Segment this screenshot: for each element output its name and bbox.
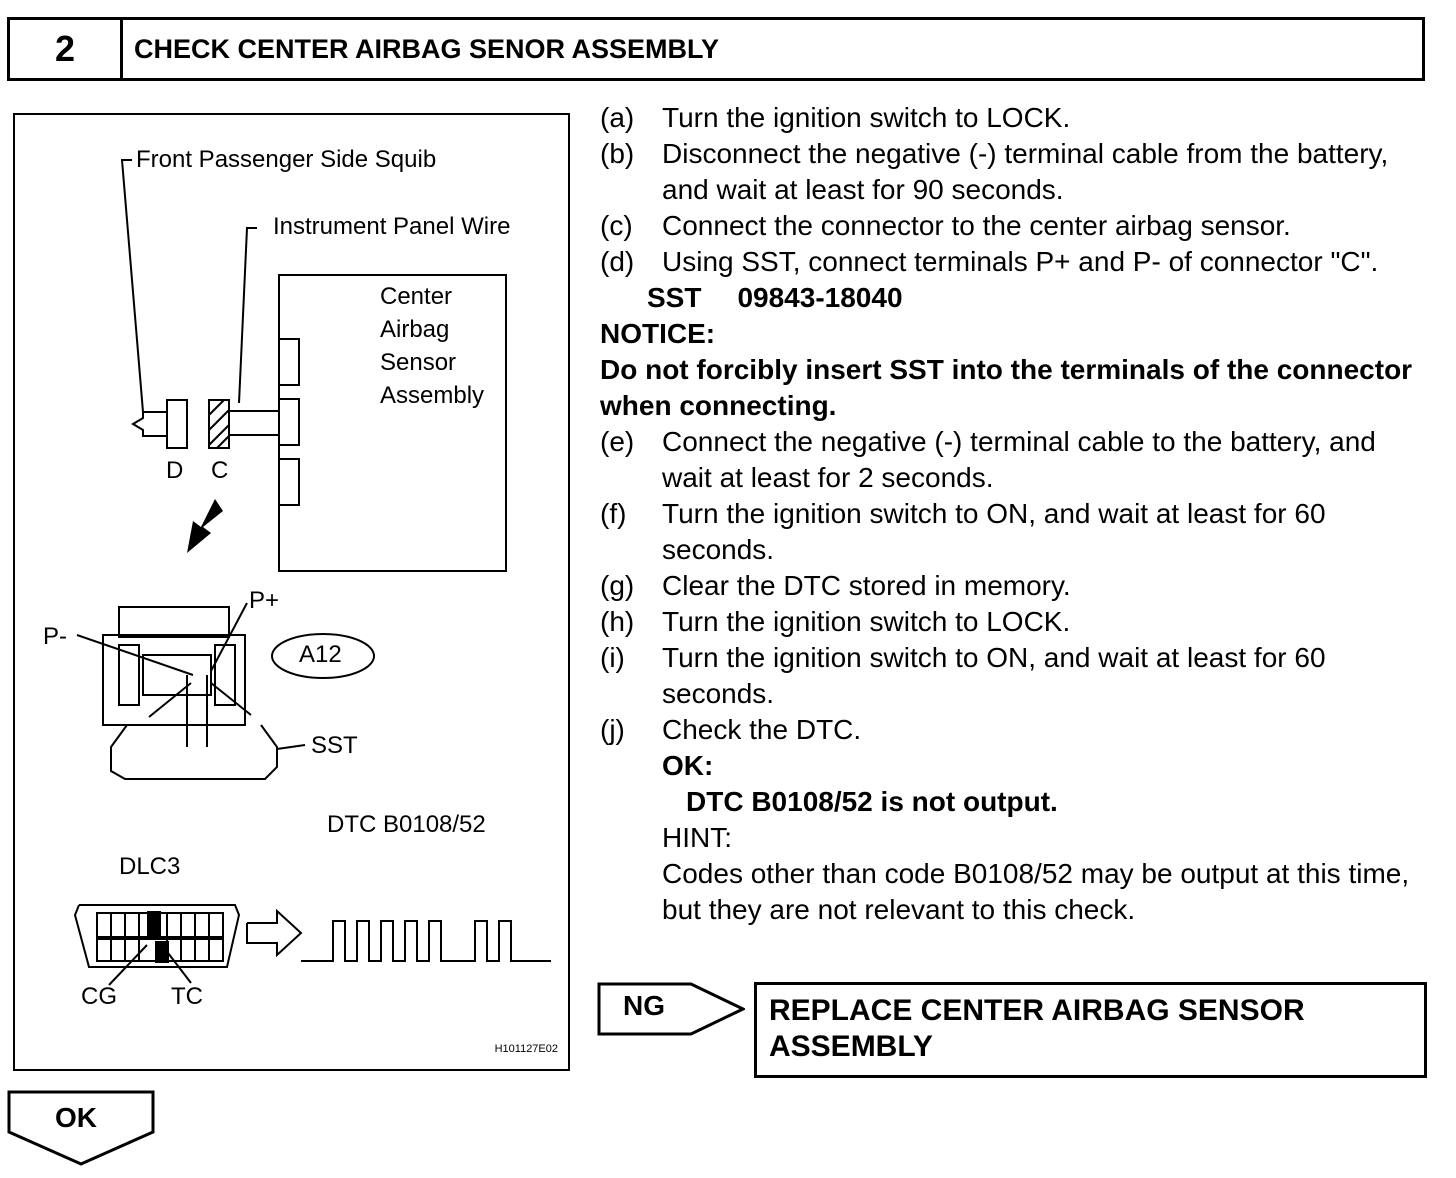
step-text: Check the DTC. — [662, 714, 862, 745]
step-d: (d) Using SST, connect terminals P+ and … — [600, 244, 1420, 280]
ng-label: NG — [623, 990, 665, 1021]
label-instrument-panel-wire: Instrument Panel Wire — [273, 213, 511, 240]
step-text: Turn the ignition switch to LOCK. — [662, 606, 1071, 637]
step-c: (c) Connect the connector to the center … — [600, 208, 1420, 244]
label-p-plus: P+ — [249, 587, 280, 614]
step-mark: (c) — [600, 210, 633, 241]
step-text: Connect the negative (-) terminal cable … — [662, 426, 1376, 493]
label-center-airbag-4: Assembly — [380, 382, 485, 409]
sst-line: SST 09843-18040 — [600, 280, 1420, 316]
step-text: Using SST, connect terminals P+ and P- o… — [662, 246, 1379, 277]
step-text: Turn the ignition switch to ON, and wait… — [662, 642, 1326, 709]
procedure-steps: (a) Turn the ignition switch to LOCK. (b… — [600, 100, 1420, 928]
label-cg: CG — [81, 983, 117, 1010]
step-e: (e) Connect the negative (-) terminal ca… — [600, 424, 1420, 496]
step-mark: (g) — [600, 570, 635, 601]
ok-arrow-icon — [7, 1090, 155, 1166]
step-text: Disconnect the negative (-) terminal cab… — [662, 138, 1389, 205]
hint-label: HINT: — [662, 822, 732, 853]
step-i: (i) Turn the ignition switch to ON, and … — [600, 640, 1420, 712]
step-b: (b) Disconnect the negative (-) terminal… — [600, 136, 1420, 208]
step-header: 2 CHECK CENTER AIRBAG SENOR ASSEMBLY — [7, 17, 1425, 81]
label-sst: SST — [311, 732, 358, 759]
ng-branch: NG — [597, 982, 745, 1036]
ok-criteria-label: OK: — [662, 750, 714, 781]
label-center-airbag-2: Airbag — [380, 316, 450, 343]
label-front-passenger-squib: Front Passenger Side Squib — [136, 146, 437, 173]
ok-label: OK — [55, 1102, 97, 1133]
step-text: Connect the connector to the center airb… — [662, 210, 1291, 241]
step-f: (f) Turn the ignition switch to ON, and … — [600, 496, 1420, 568]
step-h: (h) Turn the ignition switch to LOCK. — [600, 604, 1420, 640]
step-title: CHECK CENTER AIRBAG SENOR ASSEMBLY — [134, 33, 720, 64]
step-j: (j) Check the DTC. — [600, 712, 1420, 748]
wiring-illustration: Front Passenger Side Squib Instrument Pa… — [13, 113, 570, 1071]
label-center-airbag-3: Sensor — [380, 349, 457, 376]
step-mark: (a) — [600, 102, 635, 133]
step-text: Clear the DTC stored in memory. — [662, 570, 1071, 601]
step-a: (a) Turn the ignition switch to LOCK. — [600, 100, 1420, 136]
label-dlc3: DLC3 — [119, 853, 181, 880]
step-text: Turn the ignition switch to LOCK. — [662, 102, 1071, 133]
illustration-drawing — [73, 159, 551, 986]
step-mark: (f) — [600, 498, 627, 529]
ng-action-box: REPLACE CENTER AIRBAG SENSOR ASSEMBLY — [754, 982, 1427, 1078]
notice-text: Do not forcibly insert SST into the term… — [600, 354, 1413, 421]
label-connector-d: D — [166, 457, 184, 484]
label-dtc: DTC B0108/52 — [327, 811, 486, 838]
ok-branch: OK — [7, 1090, 155, 1166]
notice-label: NOTICE: — [600, 318, 716, 349]
sst-number: 09843-18040 — [737, 282, 903, 313]
hint-text: Codes other than code B0108/52 may be ou… — [662, 858, 1410, 925]
step-mark: (e) — [600, 426, 635, 457]
ng-arrow-icon — [597, 982, 745, 1036]
step-text: Turn the ignition switch to ON, and wait… — [662, 498, 1326, 565]
step-mark: (i) — [600, 642, 625, 673]
step-mark: (d) — [600, 246, 635, 277]
figure-code: H101127E02 — [494, 1043, 558, 1055]
label-connector-c: C — [211, 457, 229, 484]
label-tc: TC — [171, 983, 203, 1010]
step-mark: (b) — [600, 138, 635, 169]
step-g: (g) Clear the DTC stored in memory. — [600, 568, 1420, 604]
step-mark: (j) — [600, 714, 625, 745]
ok-criteria-text: DTC B0108/52 is not output. — [686, 786, 1058, 817]
sst-label: SST — [647, 282, 702, 313]
step-number: 2 — [10, 20, 123, 78]
step-mark: (h) — [600, 606, 635, 637]
label-p-minus: P- — [43, 623, 67, 650]
label-a12: A12 — [299, 641, 342, 668]
label-center-airbag-1: Center — [380, 283, 453, 310]
